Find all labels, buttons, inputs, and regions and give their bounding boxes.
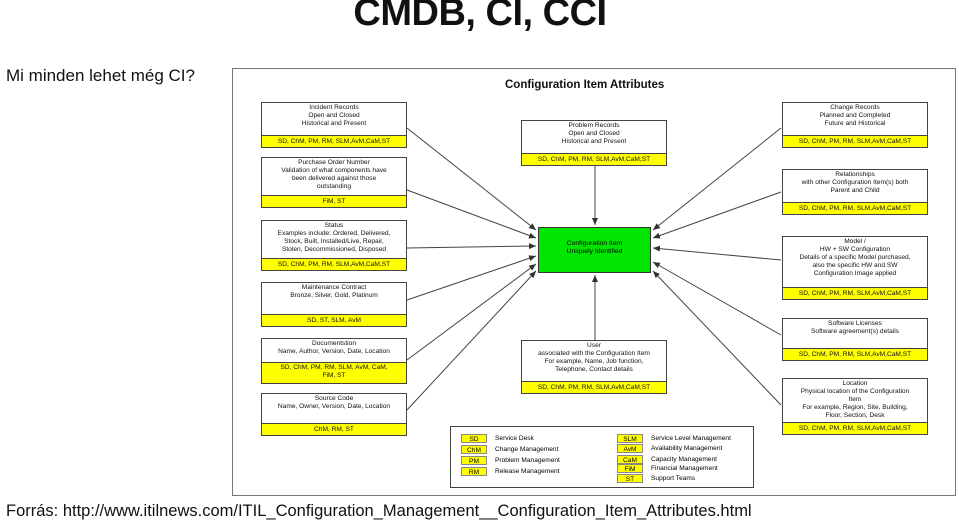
arrow-relationships — [652, 191, 782, 239]
arrow-source — [406, 270, 537, 411]
arrow-status — [406, 243, 537, 250]
abbr-band: ChM, RM, ST — [262, 423, 406, 435]
abbr-band: SD, ChM, PM, RM, SLM, AvM, CaM, FiM, ST — [262, 362, 406, 383]
abbr-band: SD, ChM, PM, RM, SLM,AvM,CaM,ST — [783, 422, 927, 434]
abbr-band: SD, ChM, PM, RM, SLM,AvM,CaM,ST — [783, 287, 927, 299]
abbr-band: SD, ChM, PM, RM, SLM,AvM,CaM,ST — [783, 202, 927, 214]
center-line-1: Configuration Item — [566, 240, 623, 247]
arrow-model — [652, 245, 782, 261]
arrow-incident — [406, 127, 537, 231]
abbr-band: SD, ChM, PM, RM, SLM,AvM,CaM,ST — [262, 258, 406, 270]
slide-title: CMDB, CI, CCI — [353, 0, 607, 34]
abbr-band: SD, ST, SLM, AvM — [262, 314, 406, 326]
center-line-2: Uniquely Identified — [566, 248, 623, 255]
arrow-licenses — [652, 261, 782, 336]
arrow-location — [652, 270, 782, 406]
abbr-band: SD, ChM, PM, RM, SLM,AvM,CaM,ST — [783, 348, 927, 360]
arrow-maintenance — [406, 255, 537, 301]
arrow-documentation — [406, 263, 537, 361]
source-footer: Forrás: http://www.itilnews.com/ITIL_Con… — [6, 502, 752, 520]
arrow-purchase — [406, 189, 537, 239]
diagram-title: Configuration Item Attributes — [505, 79, 665, 91]
configuration-item-box: Configuration Item Uniquely Identified — [538, 227, 651, 273]
model-box: Model /HW + SW Configuration Details of … — [782, 236, 928, 300]
arrow-change — [652, 127, 782, 231]
abbr-band: FiM, ST — [262, 195, 406, 207]
slide-subtitle: Mi minden lehet még CI? — [6, 66, 195, 85]
abbr-band: SD, ChM, PM, RM, SLM,AvM,CaM,ST — [522, 153, 666, 165]
abbr-band: SD, ChM, PM, RM, SLM,AvM,CaM,ST — [783, 135, 927, 147]
abbr-band: SD, ChM, PM, RM, SLM,AvM,CaM,ST — [522, 381, 666, 393]
abbr-band: SD, ChM, PM, RM, SLM,AvM,CaM,ST — [262, 135, 406, 147]
